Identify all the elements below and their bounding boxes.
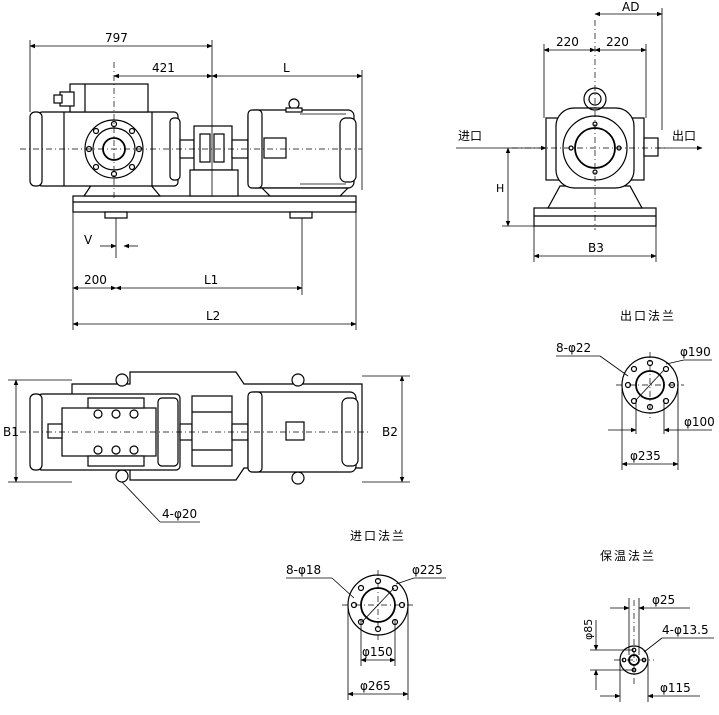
dim-L: L: [283, 61, 290, 75]
inlet-flange-title: 进口法兰: [350, 529, 406, 543]
outlet-d235: φ235: [630, 449, 661, 463]
inlet-d265: φ265: [360, 679, 391, 693]
dim-B2: B2: [382, 425, 398, 439]
insulation-d85: φ85: [582, 619, 595, 640]
dim-AD: AD: [622, 0, 639, 14]
outlet-d190: φ190: [680, 345, 711, 359]
dim-220-left: 220: [556, 35, 579, 49]
outlet-flange-title: 出口法兰: [620, 309, 676, 323]
dim-H: H: [496, 182, 504, 195]
insulation-flange-title: 保温法兰: [600, 549, 656, 563]
side-view: AD 220 220 进口 出口 H B3: [456, 0, 703, 262]
dim-L2: L2: [206, 309, 220, 323]
dim-421: 421: [152, 61, 175, 75]
dim-B3: B3: [588, 241, 604, 255]
holes-4-phi20: 4-φ20: [162, 507, 197, 521]
label-inlet: 进口: [458, 129, 482, 143]
dim-200: 200: [84, 273, 107, 287]
insulation-flange: 保温法兰 φ25 φ85 4-φ13.5 φ115: [582, 549, 714, 702]
dim-B1: B1: [3, 425, 19, 439]
inlet-holes: 8-φ18: [286, 563, 321, 577]
inlet-d225: φ225: [412, 563, 443, 577]
outlet-holes: 8-φ22: [556, 341, 591, 355]
dim-V: V: [84, 233, 93, 247]
top-view: B1 B2 4-φ20: [3, 371, 410, 523]
insulation-d25: φ25: [652, 593, 675, 607]
front-view: 797 421 L V 200 L1 L2: [20, 31, 363, 330]
label-outlet: 出口: [672, 129, 696, 143]
inlet-flange: 进口法兰 8-φ18 φ225 φ150 φ265: [286, 529, 446, 700]
dim-220-right: 220: [606, 35, 629, 49]
dim-797: 797: [105, 31, 128, 45]
inlet-d150: φ150: [362, 645, 393, 659]
dim-L1: L1: [204, 273, 218, 287]
insulation-holes: 4-φ13.5: [662, 623, 709, 637]
outlet-flange: 出口法兰 8-φ22 φ190 φ100 φ235: [556, 309, 715, 470]
outlet-d100: φ100: [684, 415, 715, 429]
insulation-d115: φ115: [660, 681, 691, 695]
